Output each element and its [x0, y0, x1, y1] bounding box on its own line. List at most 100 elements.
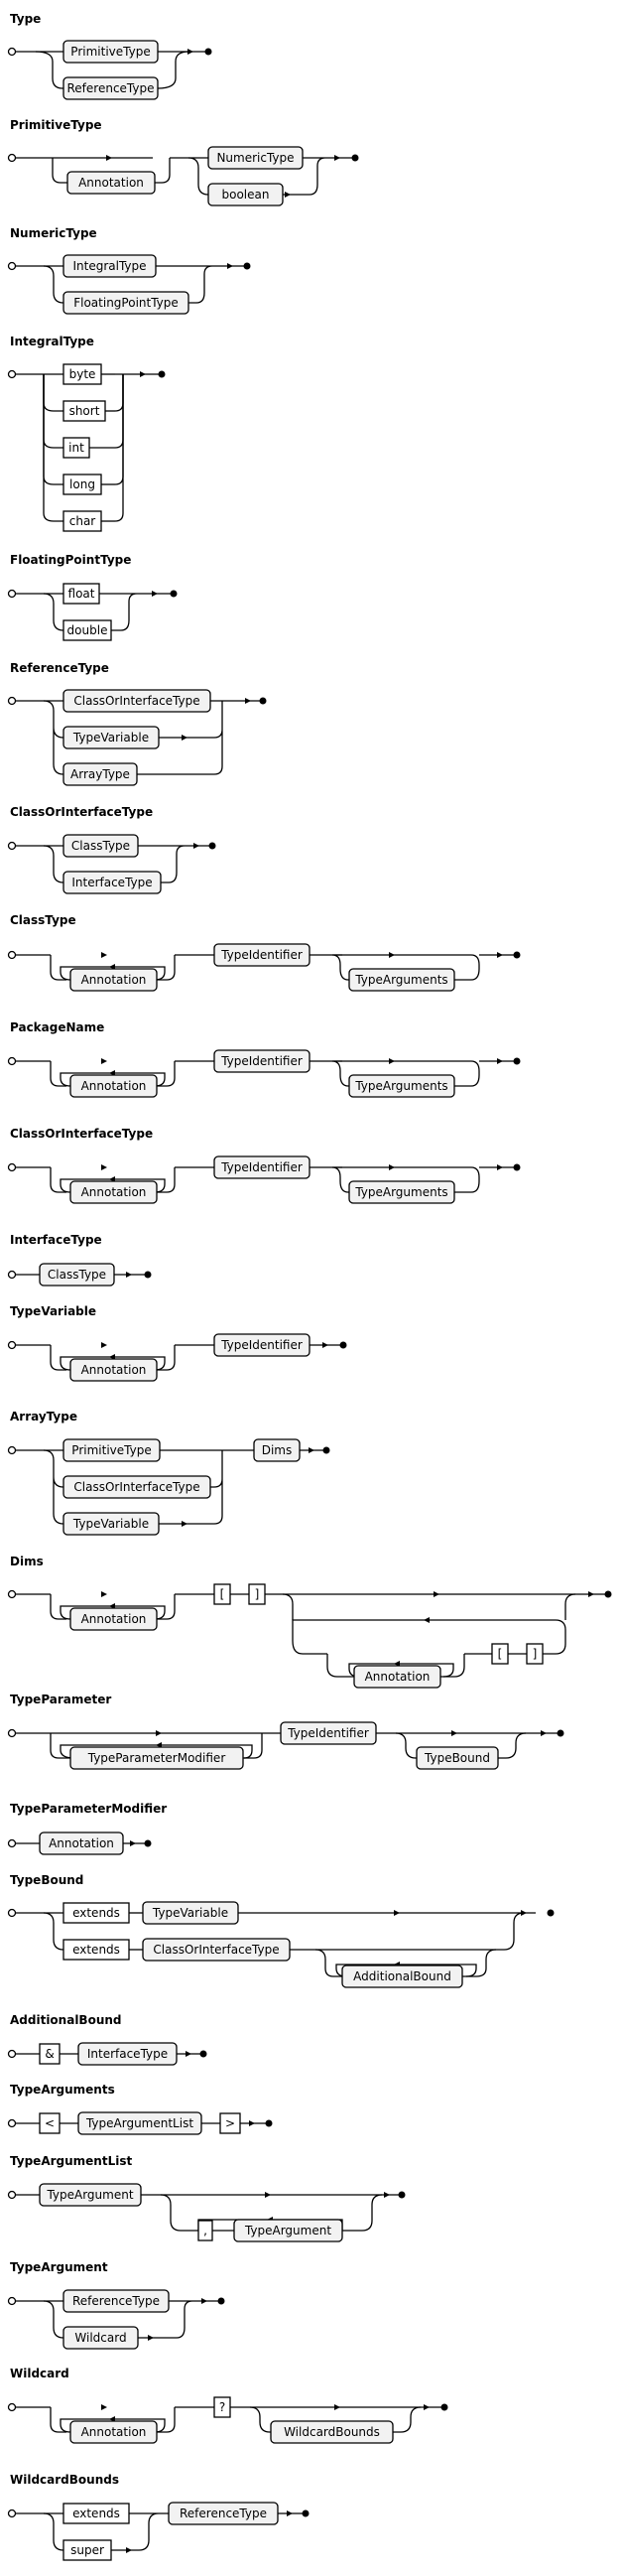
- type-parameter-modifier-nonterminal: TypeParameterModifier: [69, 1746, 244, 1770]
- flow-arrow: [101, 1164, 107, 1170]
- flow-arrow: [101, 952, 107, 958]
- additional-bound-nonterminal: AdditionalBound: [341, 1965, 463, 1988]
- annotation-nonterminal-text: Annotation: [81, 1612, 147, 1626]
- flow-arrow: [424, 1617, 430, 1623]
- start-marker: [7, 47, 17, 57]
- end-marker: [604, 1590, 612, 1598]
- type-arguments-nonterminal: TypeArguments: [348, 968, 455, 992]
- flow-arrow: [186, 2051, 191, 2057]
- connector-line: [314, 1949, 497, 1977]
- rule-title-additional-bound: AdditionalBound: [10, 2013, 122, 2027]
- type-identifier-nonterminal: TypeIdentifier: [280, 1721, 377, 1745]
- connector-line: [99, 593, 171, 631]
- open-bracket-terminal: [: [213, 1583, 231, 1605]
- connector-line: [303, 1653, 465, 1678]
- rule-title-type-parameter: TypeParameter: [10, 1693, 112, 1706]
- type-argument-repeat-nonterminal-text: TypeArgument: [244, 2224, 331, 2237]
- primitive-type-nonterminal-text: PrimitiveType: [71, 1443, 151, 1457]
- annotation-nonterminal: Annotation: [69, 968, 158, 992]
- floating-point-type-nonterminal-text: FloatingPointType: [73, 296, 179, 310]
- interface-type-nonterminal-text: InterfaceType: [71, 876, 152, 889]
- floating-point-type-nonterminal: FloatingPointType: [62, 291, 189, 315]
- rule-title-type: Type: [10, 12, 42, 26]
- end-marker: [351, 154, 359, 162]
- close-bracket-repeat-terminal-text: ]: [533, 1647, 538, 1661]
- rule-title-type-parameter-modifier: TypeParameterModifier: [10, 1802, 168, 1816]
- type-variable-nonterminal: TypeVariable: [62, 1512, 160, 1536]
- connector-line: [43, 593, 64, 631]
- end-marker: [513, 1163, 521, 1171]
- connector-line: [52, 157, 171, 184]
- type-arguments-nonterminal: TypeArguments: [348, 1180, 455, 1204]
- type-identifier-nonterminal: TypeIdentifier: [213, 1049, 311, 1073]
- connector-line: [35, 51, 63, 89]
- flow-arrow: [126, 1272, 132, 1278]
- interface-type-nonterminal-text: InterfaceType: [87, 2047, 168, 2061]
- type-variable-nonterminal: TypeVariable: [62, 726, 160, 749]
- flow-arrow: [384, 2192, 390, 2198]
- flow-arrow: [101, 1591, 107, 1597]
- flow-arrow: [588, 1591, 594, 1597]
- less-than-terminal: <: [39, 2112, 61, 2134]
- end-marker: [199, 2050, 207, 2058]
- start-marker: [7, 2402, 17, 2412]
- start-marker: [7, 2118, 17, 2128]
- end-marker: [339, 1341, 347, 1349]
- connector-line: [114, 374, 124, 412]
- end-marker: [158, 370, 166, 378]
- class-or-interface-type-nonterminal: ClassOrInterfaceType: [62, 689, 211, 713]
- dims-nonterminal: Dims: [253, 1438, 301, 1462]
- rule-title-array-type: ArrayType: [10, 1410, 77, 1424]
- start-marker: [7, 261, 17, 271]
- annotation-nonterminal: Annotation: [39, 1831, 124, 1855]
- reference-type-nonterminal: ReferenceType: [62, 2289, 170, 2313]
- float-terminal: float: [62, 583, 100, 605]
- type-argument-nonterminal: TypeArgument: [39, 2183, 142, 2207]
- numeric-type-nonterminal: NumericType: [207, 146, 304, 170]
- flow-arrow: [287, 2510, 293, 2516]
- flow-arrow: [101, 2404, 107, 2410]
- rule-title-package-name: PackageName: [10, 1020, 105, 1034]
- annotation-nonterminal-text: Annotation: [81, 1079, 147, 1093]
- rule-title-class-type: ClassType: [10, 913, 76, 927]
- end-marker: [217, 2297, 225, 2305]
- connector-line: [157, 955, 176, 981]
- numeric-type-nonterminal-text: NumericType: [216, 151, 294, 165]
- flow-arrow: [187, 49, 193, 55]
- type-variable-nonterminal-text: TypeVariable: [152, 1906, 228, 1920]
- connector-line: [43, 374, 63, 412]
- ampersand-terminal: &: [39, 2043, 61, 2065]
- connector-line: [157, 1167, 176, 1193]
- start-marker: [7, 1908, 17, 1918]
- extends-1-terminal-text: extends: [72, 1906, 120, 1920]
- type-arguments-nonterminal-text: TypeArguments: [354, 1185, 447, 1199]
- end-marker: [513, 951, 521, 959]
- annotation-nonterminal: Annotation: [69, 1358, 158, 1382]
- annotation-nonterminal-text: Annotation: [81, 1185, 147, 1199]
- connector-line: [40, 2406, 66, 2433]
- class-type-nonterminal: ClassType: [62, 834, 139, 858]
- end-marker: [440, 2403, 448, 2411]
- flow-arrow: [285, 192, 291, 198]
- end-marker: [243, 262, 251, 270]
- flow-arrow: [451, 1730, 457, 1736]
- annotation-nonterminal-text: Annotation: [81, 1363, 147, 1377]
- connector-line: [43, 845, 64, 883]
- extends-terminal-text: extends: [72, 2507, 120, 2520]
- connector-line: [157, 2407, 176, 2433]
- connector-line: [331, 954, 349, 981]
- flow-arrow: [265, 2192, 271, 2198]
- endpoints: [7, 47, 612, 2518]
- type-identifier-nonterminal: TypeIdentifier: [213, 943, 311, 967]
- start-marker: [7, 1728, 17, 1738]
- rule-title-reference-type: ReferenceType: [10, 661, 109, 675]
- comma-terminal-text: ,: [203, 2224, 207, 2237]
- flow-arrow: [101, 1058, 107, 1064]
- start-marker: [7, 153, 17, 163]
- connector-lines: [16, 51, 605, 2551]
- flow-arrow: [140, 371, 146, 377]
- start-marker: [7, 2508, 17, 2518]
- reference-type-nonterminal-text: ReferenceType: [180, 2507, 267, 2520]
- class-type-nonterminal: ClassType: [39, 1263, 115, 1287]
